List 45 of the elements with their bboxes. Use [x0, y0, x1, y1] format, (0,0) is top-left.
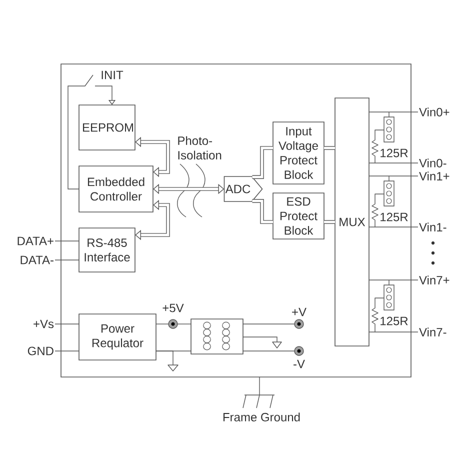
- pin-label: DATA-: [20, 256, 54, 264]
- process-box: MUX: [334, 98, 370, 346]
- process-box: ESD Protect Block: [272, 192, 324, 240]
- pin-label: Vin7-: [419, 328, 446, 336]
- process-box: Embedded Controller: [78, 166, 154, 212]
- process-box: RS-485 Interface: [78, 228, 136, 272]
- pin-label: GND: [28, 346, 54, 356]
- voltage-label: +5V: [162, 304, 184, 312]
- pin-label: Vin1+: [419, 172, 450, 180]
- isolation-label: Photo- Isolation: [178, 136, 222, 160]
- pentagon-box: ADC: [224, 176, 263, 202]
- pin-label: Vin0-: [419, 158, 446, 168]
- process-box: Power Requlator: [78, 314, 156, 360]
- pin-label: Vin1-: [419, 222, 446, 232]
- bus-line: [324, 146, 335, 150]
- ground-symbol: [168, 364, 178, 372]
- bus-line: [252, 199, 273, 224]
- arrow: [68, 74, 116, 190]
- wire: [368, 226, 418, 228]
- pin-label: Vin0+: [419, 108, 450, 116]
- wire: [259, 376, 260, 396]
- ground-label: Frame Ground: [223, 412, 300, 422]
- wire: [54, 350, 80, 352]
- bus-arrow: [153, 184, 224, 194]
- pin-label: +Vs: [34, 320, 54, 328]
- resistor-value: 125R: [380, 148, 408, 158]
- resistor-value: 125R: [380, 316, 408, 326]
- wire: [242, 350, 295, 352]
- pin-label: DATA+: [18, 236, 54, 246]
- bus-line: [252, 146, 273, 179]
- voltage-label: -V: [294, 360, 305, 368]
- process-box: EEPROM: [78, 104, 136, 150]
- process-box: Input Voltage Protect Block: [272, 122, 324, 184]
- voltage-label: +V: [292, 308, 306, 316]
- module-frame: [60, 64, 412, 378]
- wire: [156, 350, 174, 366]
- edge-label: INIT: [102, 70, 124, 80]
- wire: [54, 240, 80, 242]
- wire: [368, 162, 418, 164]
- wire: [242, 336, 278, 342]
- bus-line: [324, 220, 335, 224]
- transformer-box: [190, 318, 244, 354]
- resistor-value: 125R: [380, 212, 408, 222]
- pin-label: Vin7+: [419, 276, 450, 284]
- ground-symbol: [272, 342, 282, 348]
